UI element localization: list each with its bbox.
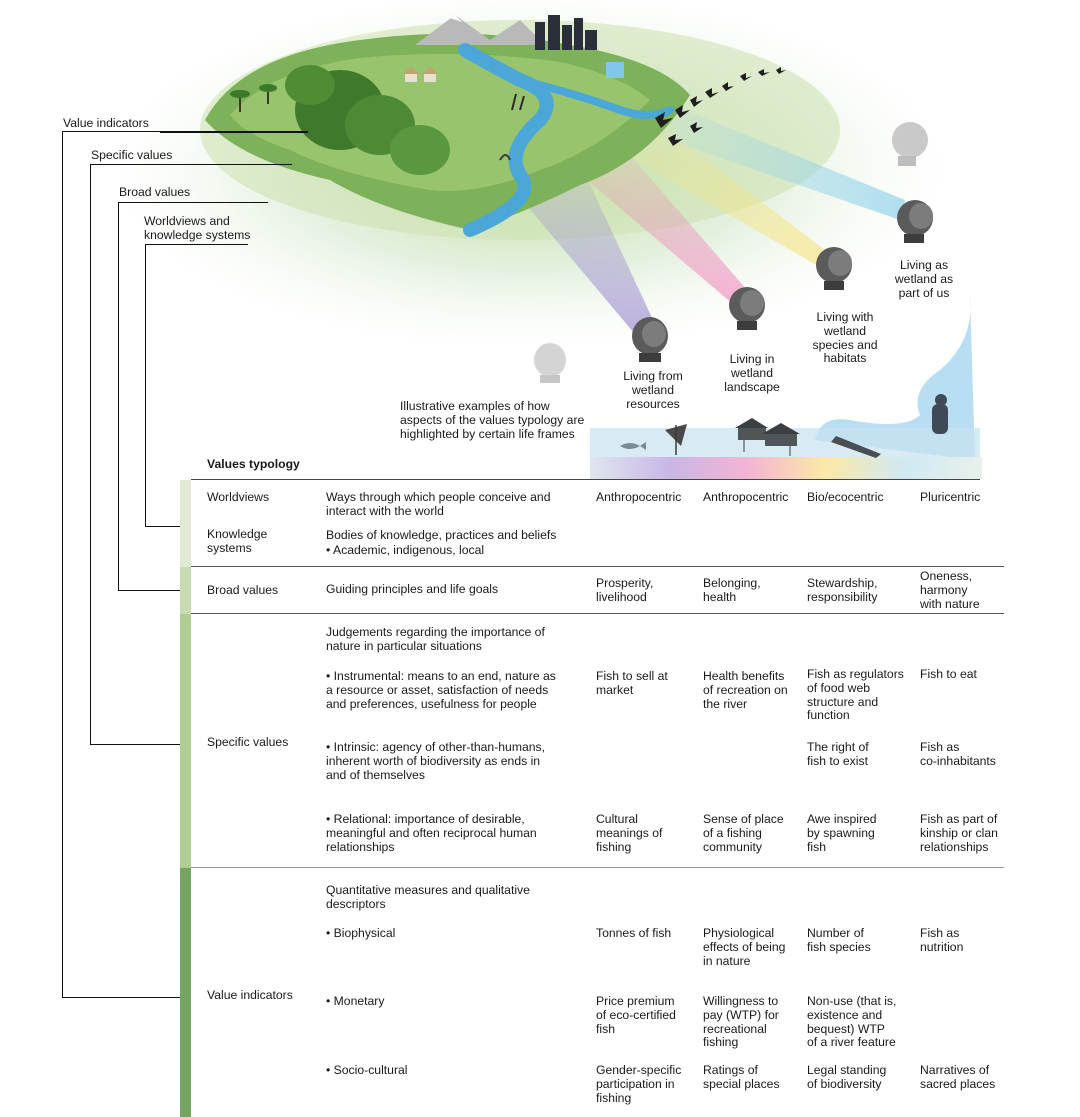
cell-broad-4: Oneness, harmony with nature	[920, 569, 980, 611]
row-label-indicators: Value indicators	[207, 988, 293, 1002]
hierarchy-label-worldviews-knowledge: Worldviews and knowledge systems	[144, 214, 251, 242]
spotlight-icon	[892, 122, 928, 166]
cell-sociocultural-2: Ratings of special places	[703, 1063, 780, 1091]
specific-values-pointer-line	[90, 164, 292, 165]
band-broad	[180, 567, 191, 614]
table-title: Values typology	[207, 457, 300, 471]
cell-monetary-3: Non-use (that is, existence and bequest)…	[807, 994, 897, 1050]
row-label-knowledge: Knowledge systems	[207, 527, 268, 555]
band-specific	[180, 614, 191, 868]
life-frame-label-1: Living from wetland resources	[623, 369, 683, 411]
cell-worldviews-4: Pluricentric	[920, 490, 981, 504]
spotlight-icon	[897, 200, 933, 243]
spotlight-icon	[534, 343, 566, 383]
cell-instrumental-1: Fish to sell at market	[596, 669, 668, 697]
spotlight-icon	[816, 247, 852, 290]
hierarchy-label-specific-values: Specific values	[91, 148, 173, 162]
cell-relational-1: Cultural meanings of fishing	[596, 812, 663, 854]
broad-values-pointer-line	[118, 202, 268, 203]
life-frame-label-4: Living as wetland as part of us	[894, 258, 954, 300]
life-frame-label-3: Living with wetland species and habitats	[812, 310, 878, 366]
cell-monetary-1: Price premium of eco-certified fish	[596, 994, 676, 1036]
row-desc-intrinsic: • Intrinsic: agency of other-than-humans…	[326, 740, 546, 782]
worldviews-pointer-line	[145, 244, 248, 245]
cell-worldviews-3: Bio/ecocentric	[807, 490, 884, 504]
broad-values-bracket	[118, 202, 181, 591]
hierarchy-label-value-indicators: Value indicators	[63, 116, 149, 130]
row-label-broad: Broad values	[207, 583, 279, 597]
illustration-caption: Illustrative examples of how aspects of …	[400, 399, 585, 441]
cell-instrumental-2: Health benefits of recreation on the riv…	[703, 669, 788, 711]
cell-biophysical-2: Physiological effects of being in nature	[703, 926, 786, 968]
specific-values-bracket	[90, 164, 181, 745]
row-label-worldviews: Worldviews	[207, 490, 270, 504]
cell-sociocultural-3: Legal standing of biodiversity	[807, 1063, 887, 1091]
row-desc-instrumental: • Instrumental: means to an end, nature …	[326, 669, 556, 711]
cell-relational-2: Sense of place of a fishing community	[703, 812, 784, 854]
row-desc-indicators-intro: Quantitative measures and qualitative de…	[326, 883, 530, 911]
cell-intrinsic-3: The right of fish to exist	[807, 740, 869, 768]
spotlight-icon	[729, 287, 765, 330]
band-worldviews	[180, 480, 191, 567]
row-divider	[191, 867, 1004, 868]
row-desc-specific-intro: Judgements regarding the importance of n…	[326, 625, 545, 653]
cell-intrinsic-4: Fish as co-inhabitants	[920, 740, 996, 768]
cell-instrumental-3: Fish as regulators of food web structure…	[807, 667, 904, 723]
row-desc-monetary: • Monetary	[326, 994, 385, 1008]
value-indicators-underline	[62, 131, 160, 132]
value-indicators-bracket	[62, 131, 181, 998]
row-desc-sociocultural: • Socio-cultural	[326, 1063, 408, 1077]
cell-biophysical-1: Tonnes of fish	[596, 926, 672, 940]
wetland-landscape-illustration	[110, 0, 982, 479]
row-desc-worldviews: Ways through which people conceive and i…	[326, 490, 551, 518]
row-label-specific: Specific values	[207, 735, 289, 749]
worldviews-bracket	[145, 244, 181, 527]
cell-relational-4: Fish as part of kinship or clan relation…	[920, 812, 998, 854]
row-divider	[191, 566, 1004, 567]
cell-relational-3: Awe inspired by spawning fish	[807, 812, 877, 854]
cell-broad-1: Prosperity, livelihood	[596, 576, 654, 604]
value-indicators-pointer-line	[160, 131, 308, 133]
spotlight-icon	[632, 317, 668, 362]
cell-biophysical-4: Fish as nutrition	[920, 926, 964, 954]
table-top-rule	[191, 479, 980, 480]
band-indicators	[180, 868, 191, 1117]
row-desc-relational: • Relational: importance of desirable, m…	[326, 812, 537, 854]
cell-sociocultural-4: Narratives of sacred places	[920, 1063, 996, 1091]
cell-instrumental-4: Fish to eat	[920, 667, 977, 681]
row-divider	[191, 613, 1004, 614]
cell-sociocultural-1: Gender-specific participation in fishing	[596, 1063, 682, 1105]
hierarchy-label-broad-values: Broad values	[119, 185, 191, 199]
cell-worldviews-1: Anthropocentric	[596, 490, 682, 504]
cell-broad-3: Stewardship, responsibility	[807, 576, 878, 604]
cell-monetary-2: Willingness to pay (WTP) for recreationa…	[703, 994, 779, 1050]
cell-broad-2: Belonging, health	[703, 576, 761, 604]
cell-biophysical-3: Number of fish species	[807, 926, 871, 954]
life-frame-label-2: Living in wetland landscape	[724, 352, 780, 394]
cell-worldviews-2: Anthropocentric	[703, 490, 789, 504]
row-desc-broad: Guiding principles and life goals	[326, 582, 499, 596]
row-desc-knowledge: Bodies of knowledge, practices and belie…	[326, 528, 557, 557]
row-desc-biophysical: • Biophysical	[326, 926, 396, 940]
